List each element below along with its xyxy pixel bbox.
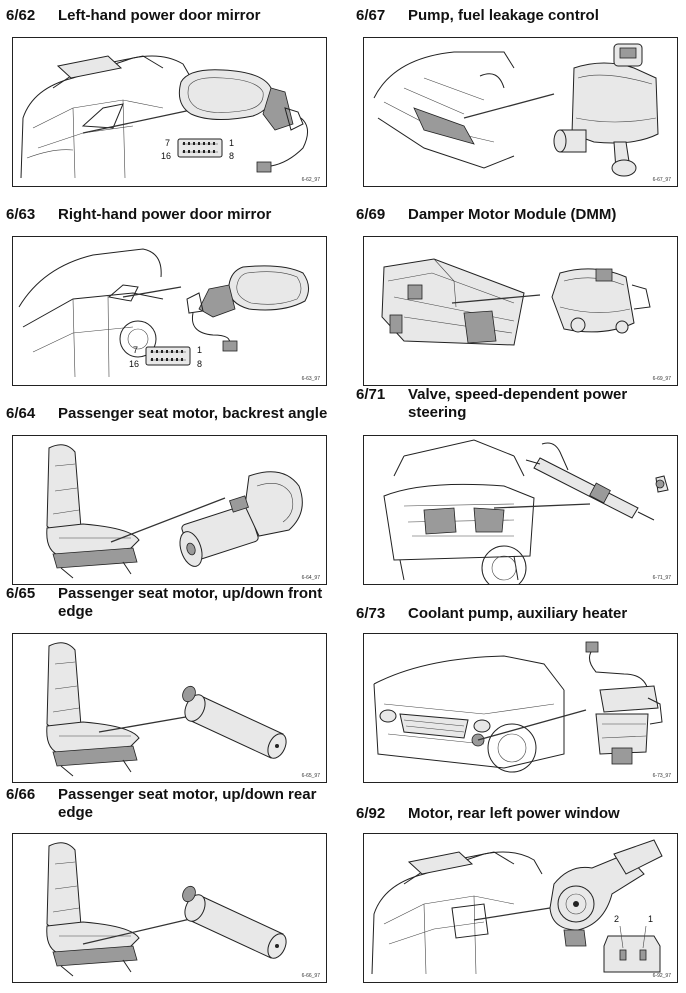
figure-code: 6-62_97 [301,177,320,183]
seat-motor-illustration [46,842,287,977]
entry-number: 6/73 [356,605,386,622]
pin-label: 16 [161,151,171,161]
entry-title: Passenger seat motor, up/down front edge [58,585,323,620]
pin-label: 7 [165,138,170,148]
figure-rear-edge-motor: 6-66_97 [12,833,327,983]
pump-illustration [373,43,659,177]
entry-title: Passenger seat motor, up/down rear edge [58,786,317,821]
entry-number: 6/66 [6,786,36,803]
entry-title: Pump, fuel leakage control [408,7,599,24]
car-mirror-illustration: 7 16 1 8 [20,55,308,179]
coolant-pump-illustration [373,641,663,773]
seat-motor-illustration [46,444,303,579]
figure-code: 6-66_97 [301,973,320,979]
figure-backrest-motor: 6-64_97 [12,435,327,585]
entry-title: Valve, speed-dependent power steering [408,386,628,421]
entry-number: 6/64 [6,405,36,422]
figure-power-steering-valve: 6-71_97 [363,435,678,585]
figure-right-mirror: 7 16 1 8 6-63_97 [12,236,327,386]
figure-left-mirror: 7 16 1 8 6-62_97 [12,37,327,187]
entry-number: 6/71 [356,386,386,403]
pin-label: 8 [229,151,234,161]
figure-damper-motor-module: 6-69_97 [363,236,678,386]
entry-number: 6/69 [356,206,386,223]
dmm-illustration [381,258,651,346]
window-motor-illustration: 2 1 [371,839,663,975]
pin-label: 7 [133,345,138,355]
entry-title: Damper Motor Module (DMM) [408,206,617,223]
seat-motor-illustration [46,642,287,777]
entry-title: Motor, rear left power window [408,805,620,822]
entry-title: Coolant pump, auxiliary heater [408,605,628,622]
entry-number: 6/92 [356,805,386,822]
figure-code: 6-92_97 [652,973,671,979]
figure-code: 6-67_97 [652,177,671,183]
pin-label: 2 [614,914,619,924]
figure-code: 6-64_97 [301,575,320,581]
figure-fuel-leakage-pump: 6-67_97 [363,37,678,187]
entry-number: 6/65 [6,585,36,602]
entry-number: 6/67 [356,7,386,24]
figure-code: 6-63_97 [301,376,320,382]
entry-number: 6/62 [6,7,36,24]
pin-label: 8 [197,359,202,369]
car-mirror-illustration: 7 16 1 8 [18,248,309,378]
pin-label: 1 [229,138,234,148]
pin-label: 16 [129,359,139,369]
figure-rear-window-motor: 2 1 6-92_97 [363,833,678,983]
pin-label: 1 [648,914,653,924]
entry-title: Right-hand power door mirror [58,206,272,223]
entry-title: Left-hand power door mirror [58,7,261,24]
figure-code: 6-71_97 [652,575,671,581]
steering-illustration [383,439,669,584]
figure-code: 6-65_97 [301,773,320,779]
figure-front-edge-motor: 6-65_97 [12,633,327,783]
figure-coolant-pump: 6-73_97 [363,633,678,783]
entry-title: Passenger seat motor, backrest angle [58,405,328,422]
entry-number: 6/63 [6,206,36,223]
figure-code: 6-69_97 [652,376,671,382]
figure-code: 6-73_97 [652,773,671,779]
pin-label: 1 [197,345,202,355]
